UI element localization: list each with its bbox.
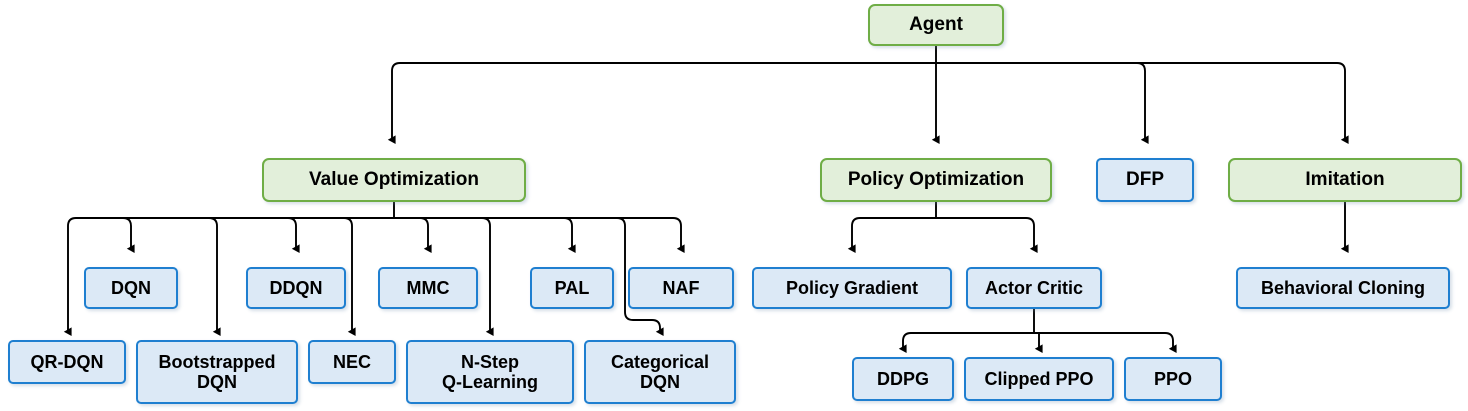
node-policy_gradient[interactable]: Policy Gradient: [752, 267, 952, 309]
node-ppo[interactable]: PPO: [1124, 357, 1222, 401]
node-label-dqn: DQN: [111, 277, 151, 298]
node-label-imitation: Imitation: [1305, 169, 1385, 191]
node-ddpg[interactable]: DDPG: [852, 357, 954, 401]
node-dfp[interactable]: DFP: [1096, 158, 1194, 202]
edge-policy-optimization-bus: [847, 202, 1038, 254]
node-agent[interactable]: Agent: [868, 4, 1004, 46]
node-label-policy_gradient: Policy Gradient: [785, 277, 919, 298]
node-imitation[interactable]: Imitation: [1228, 158, 1462, 202]
node-nec[interactable]: NEC: [308, 340, 396, 384]
node-n_step_q_learning[interactable]: N-Step Q-Learning: [406, 340, 574, 404]
node-label-ppo: PPO: [1153, 368, 1192, 389]
node-policy_optimization[interactable]: Policy Optimization: [820, 158, 1052, 202]
node-label-clipped_ppo: Clipped PPO: [984, 368, 1094, 389]
node-label-value_optimization: Value Optimization: [309, 169, 479, 191]
node-label-policy_optimization: Policy Optimization: [847, 169, 1025, 191]
node-mmc[interactable]: MMC: [378, 267, 478, 309]
node-label-naf: NAF: [662, 277, 700, 298]
node-naf[interactable]: NAF: [628, 267, 734, 309]
node-label-agent: Agent: [909, 14, 963, 36]
node-label-qr_dqn: QR-DQN: [30, 351, 104, 372]
node-behavioral_cloning[interactable]: Behavioral Cloning: [1236, 267, 1450, 309]
node-value_optimization[interactable]: Value Optimization: [262, 158, 526, 202]
node-bootstrapped_dqn[interactable]: Bootstrapped DQN: [136, 340, 298, 404]
node-label-ddqn: DDQN: [269, 277, 323, 298]
node-pal[interactable]: PAL: [530, 267, 614, 309]
node-label-categorical_dqn: Categorical DQN: [610, 351, 710, 392]
node-actor_critic[interactable]: Actor Critic: [966, 267, 1102, 309]
node-label-dfp: DFP: [1126, 169, 1164, 191]
node-label-ddpg: DDPG: [876, 368, 929, 389]
edge-actor-critic-bus: [898, 309, 1177, 354]
node-label-n_step_q_learning: N-Step Q-Learning: [441, 351, 538, 392]
node-label-pal: PAL: [554, 277, 590, 298]
node-label-bootstrapped_dqn: Bootstrapped DQN: [158, 351, 276, 392]
node-label-actor_critic: Actor Critic: [984, 277, 1083, 298]
node-qr_dqn[interactable]: QR-DQN: [8, 340, 126, 384]
node-label-nec: NEC: [332, 351, 371, 372]
node-label-mmc: MMC: [406, 277, 450, 298]
node-dqn[interactable]: DQN: [84, 267, 178, 309]
node-clipped_ppo[interactable]: Clipped PPO: [964, 357, 1114, 401]
node-ddqn[interactable]: DDQN: [246, 267, 346, 309]
edge-agent-bus: [387, 46, 1349, 145]
node-categorical_dqn[interactable]: Categorical DQN: [584, 340, 736, 404]
node-label-behavioral_cloning: Behavioral Cloning: [1260, 277, 1426, 298]
